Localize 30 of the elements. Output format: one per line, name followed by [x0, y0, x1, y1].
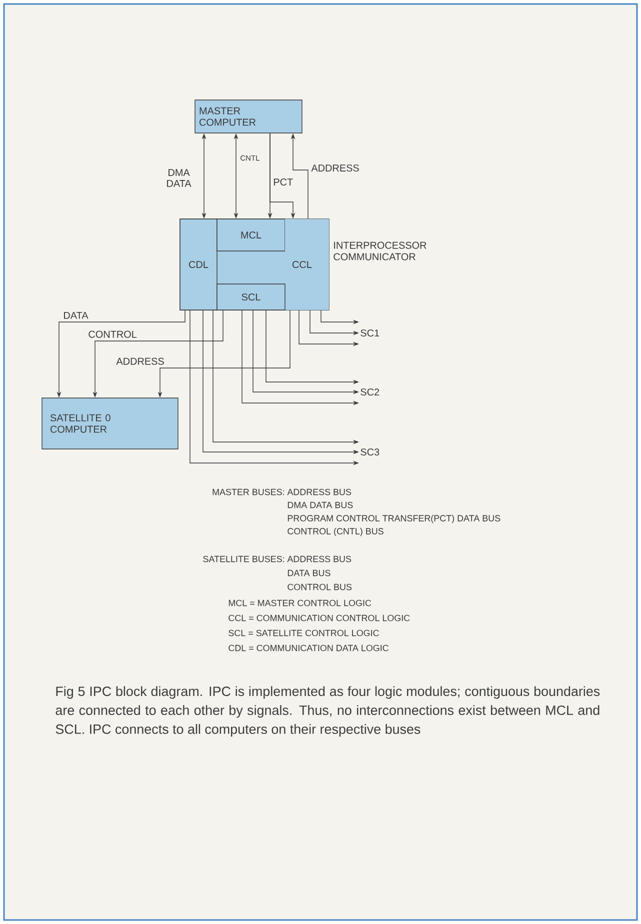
- edge-label: ADDRESS: [116, 358, 164, 365]
- note-text: CONTROL BUS: [288, 584, 352, 590]
- note-text: CONTROL (CNTL) BUS: [288, 528, 384, 536]
- logic-module-box: SCL: [216, 284, 286, 310]
- box-heading: INTERPROCESSOR COMMUNICATOR: [334, 242, 426, 260]
- edge-label: ADDRESS: [311, 164, 359, 172]
- note-text: CDL = COMMUNICATION DATA LOGIC: [228, 644, 389, 652]
- computer-box: SATELLITE 0 COMPUTER: [42, 398, 178, 450]
- note-text: SCL = SATELLITE CONTROL LOGIC: [228, 630, 379, 636]
- logic-module-box: CDL: [180, 218, 218, 310]
- note-text: ADDRESS BUS: [287, 488, 352, 496]
- caption: Fig 5 IPC block diagram. IPC is implemented as four logic modules; contiguous boundaries are connected to each other by signals. Thus, no interconnections exist between MCL and SCL. IPC connects to all computers on their respective buses: [56, 686, 600, 737]
- edge-label: DMA DATA: [167, 169, 192, 187]
- edge-label: CONTROL: [88, 330, 137, 338]
- note-text: SATELLITE BUSES:: [203, 556, 284, 562]
- node-label: CCL: [292, 260, 312, 268]
- note-text: MASTER BUSES:: [212, 488, 284, 496]
- port-label: SC3: [360, 448, 380, 456]
- note-text: CCL = COMMUNICATION CONTROL LOGIC: [228, 614, 410, 622]
- note-text: MCL = MASTER CONTROL LOGIC: [228, 600, 372, 606]
- note-text: PROGRAM CONTROL TRANSFER(PCT) DATA BUS: [288, 514, 500, 524]
- edge-label: PCT: [274, 178, 293, 186]
- note-text: DATA BUS: [288, 570, 330, 576]
- computer-box: MASTER COMPUTER: [194, 100, 302, 134]
- port-label: SC1: [360, 329, 380, 337]
- note-text: ADDRESS BUS: [287, 556, 352, 562]
- logic-module-box: MCL: [216, 218, 286, 252]
- edge-label: DATA: [64, 312, 88, 319]
- port-label: SC2: [360, 388, 380, 396]
- note-text: DMA DATA BUS: [288, 502, 353, 508]
